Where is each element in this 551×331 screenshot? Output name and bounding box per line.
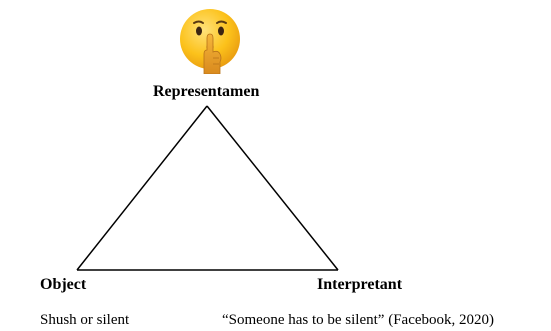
triangle-edge-right [206, 105, 339, 271]
interpretant-description: “Someone has to be silent” (Facebook, 20… [222, 312, 495, 328]
representamen-label: Representamen [153, 83, 260, 100]
interpretant-label: Interpretant [317, 276, 403, 293]
shushing-face-icon [180, 9, 240, 74]
triangle-edge-left [76, 105, 208, 271]
object-label: Object [40, 276, 87, 293]
object-description: Shush or silent [40, 312, 130, 328]
